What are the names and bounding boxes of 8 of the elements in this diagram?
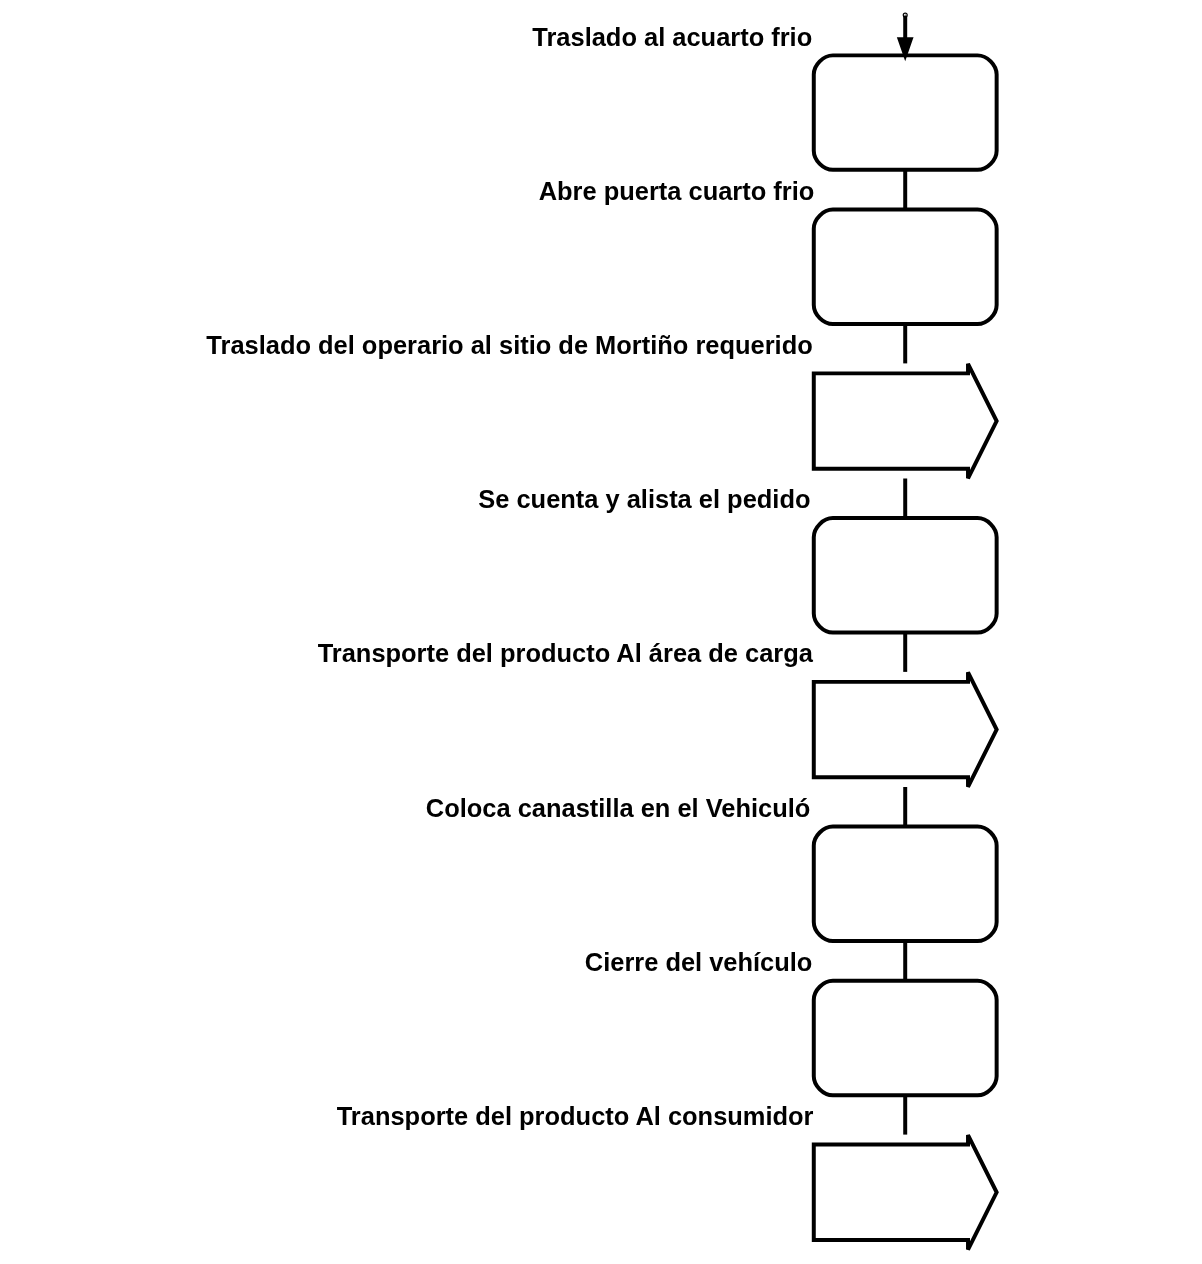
- node-label: Transporte del producto Al consumidor: [336, 1102, 814, 1131]
- node-label: Coloca canastilla en el Vehiculó: [425, 793, 810, 822]
- node-label: Traslado al acuarto frio: [531, 22, 812, 51]
- node-label: Traslado del operario al sitio de Mortiño requerido: [205, 330, 813, 359]
- node-label: Cierre del vehículo: [584, 947, 812, 976]
- node-label: Se cuenta y alista el pedido: [477, 485, 810, 514]
- node-label: Transporte del producto Al área de carga: [317, 639, 813, 668]
- node-label: Abre puerta cuarto frio: [538, 176, 814, 205]
